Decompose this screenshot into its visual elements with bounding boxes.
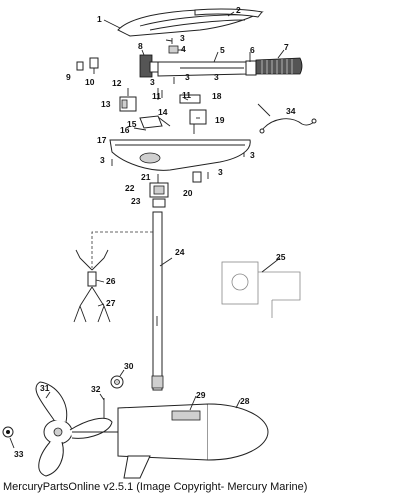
callout-29: 29 [196, 390, 206, 400]
part-13-switch-box[interactable] [119, 96, 137, 112]
part-25-mount-bracket[interactable] [221, 261, 301, 318]
part-23-bushing[interactable] [152, 198, 166, 208]
callout-17: 17 [97, 135, 107, 145]
callout-7: 7 [284, 42, 289, 52]
part-4-screw[interactable] [168, 45, 179, 54]
callout-18: 18 [212, 91, 222, 101]
part-33-prop-nut[interactable] [2, 426, 14, 438]
callout-3: 3 [180, 33, 185, 43]
callout-14: 14 [158, 107, 168, 117]
callout-22: 22 [125, 183, 135, 193]
callout-21: 21 [141, 172, 151, 182]
part-8-bracket[interactable] [139, 54, 161, 78]
part-28-nose-cone[interactable] [207, 403, 269, 461]
part-34-cable[interactable] [259, 118, 317, 134]
callout-1: 1 [97, 14, 102, 24]
callout-8: 8 [138, 41, 143, 51]
part-18-plate[interactable] [179, 94, 201, 104]
part-2-cover-strip[interactable] [194, 8, 263, 18]
callout-25: 25 [276, 252, 286, 262]
leader-lines [9, 11, 285, 449]
exploded-parts-diagram: 1 2 3 4 5 6 7 8 9 10 3 3 3 12 11 11 13 1… [2, 5, 317, 479]
part-6-tiller-handle[interactable] [245, 60, 257, 76]
callout-23: 23 [131, 196, 141, 206]
callout-30: 30 [124, 361, 134, 371]
part-14-screw[interactable] [157, 116, 171, 127]
callout-13: 13 [101, 99, 111, 109]
callout-20: 20 [183, 188, 193, 198]
callout-28: 28 [240, 396, 250, 406]
part-15-plate[interactable] [139, 115, 163, 129]
callout-32: 32 [91, 384, 101, 394]
part-26-battery-leads[interactable] [75, 249, 109, 287]
callout-33: 33 [14, 449, 24, 459]
callout-26: 26 [106, 276, 116, 286]
copyright-caption: MercuryPartsOnline v2.5.1 (Image Copyrig… [3, 481, 308, 493]
callout-11: 11 [152, 91, 161, 101]
callout-19: 19 [215, 115, 225, 125]
callout-5: 5 [220, 45, 225, 55]
callout-15: 15 [127, 119, 137, 129]
callout-2: 2 [236, 5, 241, 15]
callout-3e: 3 [100, 155, 105, 165]
callout-24: 24 [175, 247, 185, 257]
part-7-grip[interactable] [255, 57, 303, 75]
callout-10: 10 [85, 77, 95, 87]
callout-3f: 3 [250, 150, 255, 160]
callout-27: 27 [106, 298, 116, 308]
part-24-shaft[interactable] [151, 211, 164, 391]
part-5-tiller-arm[interactable] [157, 61, 247, 77]
skeg [123, 455, 151, 479]
part-22-collar[interactable] [149, 182, 169, 198]
callout-6: 6 [250, 45, 255, 55]
callout-3b: 3 [185, 72, 190, 82]
part-16-clip[interactable] [133, 127, 147, 131]
part-10-knob[interactable] [89, 57, 99, 74]
callout-4: 4 [181, 44, 186, 54]
wire-route [91, 231, 153, 268]
part-30-ring[interactable] [110, 375, 124, 389]
callout-3g: 3 [218, 167, 223, 177]
callout-16: 16 [120, 125, 130, 135]
callout-labels: 1 2 3 4 5 6 7 8 9 10 3 3 3 12 11 11 13 1… [14, 5, 296, 459]
part-19-housing[interactable] [189, 109, 207, 134]
callout-9: 9 [66, 72, 71, 82]
callout-12: 12 [112, 78, 122, 88]
callout-34: 34 [286, 106, 296, 116]
part-20-fitting[interactable] [192, 171, 202, 183]
callout-3d: 3 [214, 72, 219, 82]
part-31-propeller[interactable] [35, 381, 118, 477]
part-9-knob[interactable] [76, 61, 84, 71]
part-17-head-base[interactable] [109, 139, 251, 171]
callout-31: 31 [40, 383, 50, 393]
callout-3c: 3 [150, 77, 155, 87]
callout-11b: 11 [182, 90, 191, 100]
part-27-battery-clamps[interactable] [73, 286, 111, 323]
